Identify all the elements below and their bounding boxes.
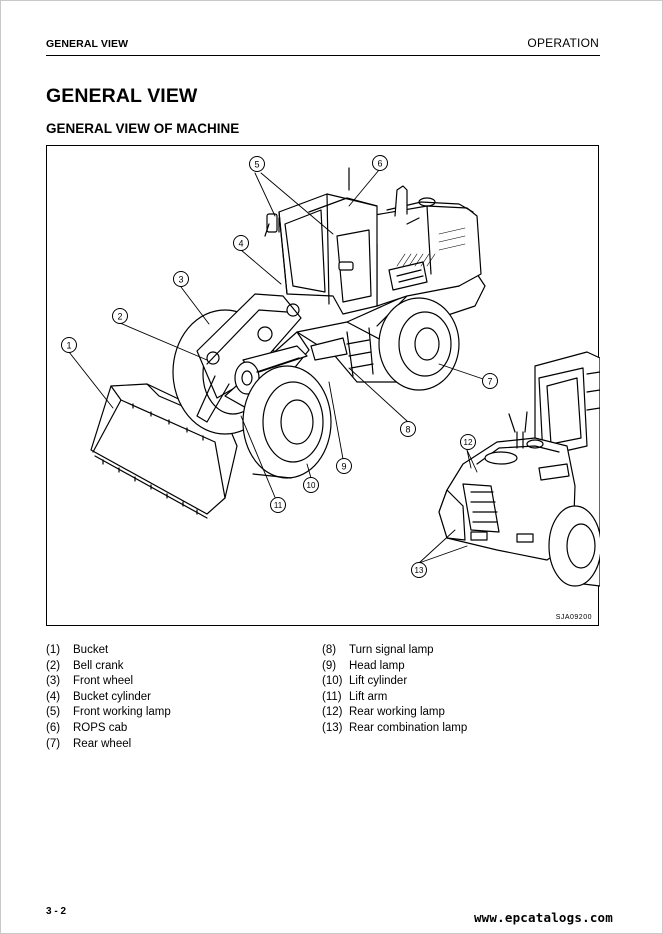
svg-text:1: 1 [66,341,71,351]
legend-left: (1) Bucket (2) Bell crank (3) Front wheel (… [46,643,171,752]
figure-code: SJA09200 [555,614,592,621]
machine-illustration-frame: 1 2 3 4 5 6 7 8 9 10 11 12 13 SJA09200 [46,145,600,626]
legend-number: (11) [322,690,342,703]
front-right-wheel-drawing [242,357,332,479]
callout-leaders [68,169,490,564]
callout-12: 12 [460,434,476,450]
svg-text:10: 10 [307,481,316,490]
page-number: 3 - 2 [46,906,67,917]
callout-11: 11 [270,497,286,513]
legend-item: (3) Front wheel [46,674,171,690]
svg-text:9: 9 [341,462,346,472]
callout-markers: 1 2 3 4 5 6 7 8 9 10 11 12 13 [61,155,498,578]
callout-4: 4 [233,235,249,251]
legend-number: (10) [322,675,343,688]
page-subtitle: GENERAL VIEW OF MACHINE [46,121,240,136]
legend-number: (12) [322,706,343,719]
legend-label: Lift cylinder [349,675,408,688]
legend-label: Lift arm [349,690,388,703]
rear-view-drawing [438,351,600,587]
callout-7: 7 [482,373,498,389]
legend-label: Bucket [73,644,109,656]
legend-number: (2) [46,659,61,672]
legend-label: Rear working lamp [349,706,445,719]
legend-item: (1) Bucket [46,643,171,659]
callout-9: 9 [336,458,352,474]
steps-drawing [310,327,374,377]
legend-number: (9) [322,659,337,672]
legend-item: (8) Turn signal lamp [322,643,467,659]
legend-item: (11) Lift arm [322,690,467,706]
callout-3: 3 [173,271,189,287]
svg-text:4: 4 [238,239,243,249]
legend-number: (1) [46,644,61,656]
legend-label: Head lamp [349,659,405,672]
svg-text:8: 8 [405,425,410,435]
header-chapter-title: OPERATION [527,36,599,50]
rops-cab-drawing [264,167,378,315]
legend-label: Rear wheel [73,737,132,750]
legend-label: Bell crank [73,659,124,672]
header-rule [46,55,600,56]
svg-text:12: 12 [464,438,473,447]
legend-number: (3) [46,675,61,688]
legend-label: Front working lamp [73,706,171,719]
legend-item: (9) Head lamp [322,659,467,675]
svg-text:2: 2 [117,312,122,322]
callout-10: 10 [303,477,319,493]
legend-item: (5) Front working lamp [46,705,171,721]
svg-text:13: 13 [415,566,424,575]
wheel-loader-illustration [68,167,600,587]
legend-item: (12) Rear working lamp [322,705,467,721]
legend-item: (4) Bucket cylinder [46,690,171,706]
hood-grille-drawing [396,227,466,267]
legend-label: Rear combination lamp [349,721,468,734]
callout-13: 13 [411,562,427,578]
website-watermark: www.epcatalogs.com [473,910,613,925]
legend-number: (5) [46,706,61,719]
callout-8: 8 [400,421,416,437]
legend-item: (7) Rear wheel [46,737,171,753]
svg-text:7: 7 [487,377,492,387]
legend-label: Turn signal lamp [349,644,434,656]
page-title: GENERAL VIEW [46,85,198,107]
svg-text:11: 11 [274,501,283,510]
legend-item: (13) Rear combination lamp [322,721,467,737]
callout-2: 2 [112,308,128,324]
legend-item: (2) Bell crank [46,659,171,675]
legend-label: Front wheel [73,675,134,688]
legend-label: ROPS cab [73,721,128,734]
legend-item: (10) Lift cylinder [322,674,467,690]
svg-text:3: 3 [178,275,183,285]
legend-number: (4) [46,690,61,703]
legend-item: (6) ROPS cab [46,721,171,737]
callout-6: 6 [372,155,388,171]
svg-text:5: 5 [254,160,259,170]
legend-number: (6) [46,721,61,734]
callout-1: 1 [61,337,77,353]
legend-number: (8) [322,644,337,656]
legend-number: (7) [46,737,61,750]
svg-text:6: 6 [377,159,382,169]
legend-right: (8) Turn signal lamp (9) Head lamp (10) Lif… [322,643,467,737]
legend-number: (13) [322,721,343,734]
legend-label: Bucket cylinder [73,690,151,703]
callout-5: 5 [249,156,265,172]
header-section-title: GENERAL VIEW [46,38,129,50]
